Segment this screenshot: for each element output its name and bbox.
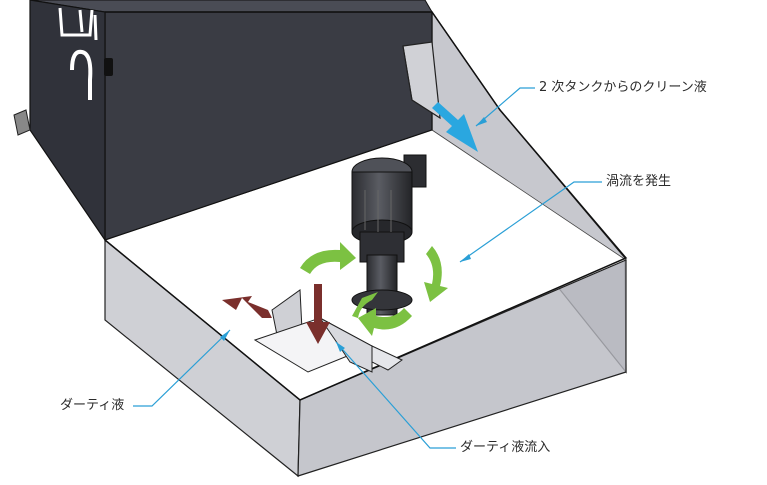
glass-front-right-wall (297, 259, 627, 477)
dark-tank-side (29, 0, 106, 242)
label-clean-liquid: 2 次タンクからのクリーン液 (539, 80, 707, 95)
leader-clean (475, 87, 535, 127)
leader-dirty (133, 329, 231, 407)
label-dirty-liquid: ダーティ液 (60, 398, 125, 413)
label-vortex: 渦流を発生 (606, 174, 672, 189)
glass-rim (104, 11, 628, 401)
handle-left (70, 49, 93, 100)
leader-vortex (459, 181, 602, 263)
left-rim (13, 109, 31, 136)
leader-lines (133, 87, 602, 449)
black-knob (104, 58, 113, 76)
dirty-liquid-arrows (222, 284, 330, 344)
top-fitting (58, 7, 98, 41)
leader-arrowheads (220, 117, 487, 352)
vortex-arrows (300, 242, 448, 336)
clean-liquid-arrow (432, 102, 478, 152)
label-dirty-inflow: ダーティ液流入 (460, 440, 551, 455)
pump-motor (351, 154, 427, 316)
leader-inflow (335, 341, 456, 449)
